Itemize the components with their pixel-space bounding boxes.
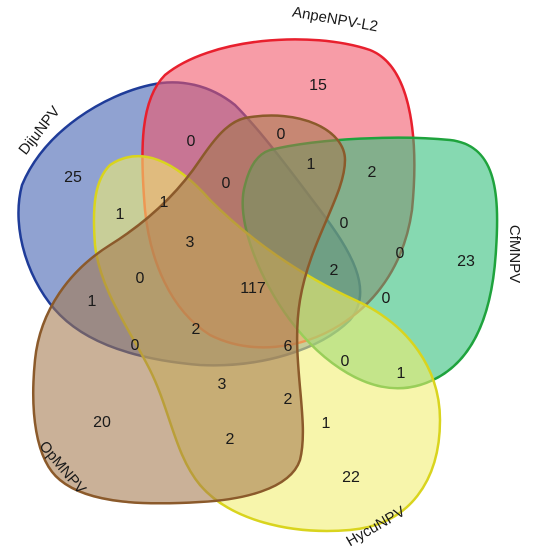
region-count-opmnpv-only: 20: [93, 414, 111, 431]
region-count: 1: [116, 206, 125, 223]
set-label-cfmnpv: CfMNPV: [506, 225, 523, 283]
region-count: 2: [330, 262, 339, 279]
region-count: 2: [284, 391, 293, 408]
region-count: 2: [368, 164, 377, 181]
region-count: 0: [187, 133, 196, 150]
region-count: 0: [131, 337, 140, 354]
region-count: 1: [322, 415, 331, 432]
region-count: 0: [396, 245, 405, 262]
region-count: 1: [88, 293, 97, 310]
region-count: 2: [192, 321, 201, 338]
region-count: 3: [218, 376, 227, 393]
region-count: 2: [226, 431, 235, 448]
region-count: 0: [341, 353, 350, 370]
region-count-core: 117: [240, 280, 266, 297]
region-count: 0: [382, 290, 391, 307]
region-count: 3: [186, 234, 195, 251]
set-label-anpenpv: AnpeNPV-L2: [291, 4, 379, 36]
region-count-anpenpv-only: 15: [309, 77, 327, 94]
region-count: 0: [277, 126, 286, 143]
region-count-dijunpv-only: 25: [64, 169, 82, 186]
region-count: 1: [307, 156, 316, 173]
region-count: 0: [136, 270, 145, 287]
region-count: 0: [340, 215, 349, 232]
region-count: 1: [397, 365, 406, 382]
region-count: 1: [160, 194, 169, 211]
set-shape-opmnpv: [32, 114, 347, 505]
region-count: 6: [284, 338, 293, 355]
region-count: 0: [222, 175, 231, 192]
region-count-cfmnpv-only: 23: [457, 253, 475, 270]
region-count-hycunpv-only: 22: [342, 469, 360, 486]
